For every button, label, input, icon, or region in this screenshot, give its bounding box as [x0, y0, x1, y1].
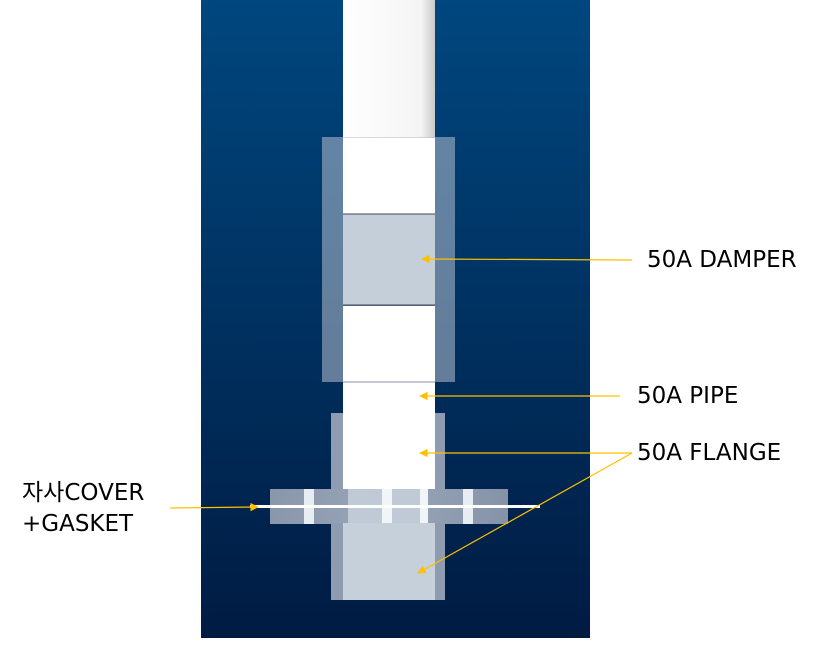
upper-bore-slot-1	[382, 489, 392, 505]
middle-pipe	[343, 382, 435, 414]
upper-bolt-hole-right	[463, 489, 473, 505]
lower-bore-slot-2	[420, 508, 428, 524]
flange-label: 50A FLANGE	[637, 440, 782, 466]
upper-flange-pipe	[343, 413, 435, 491]
gasket-cover	[250, 505, 540, 508]
pipe-in-sleeve-bottom	[343, 306, 435, 382]
cover-label-line2: +GASKET	[22, 511, 134, 537]
pipe-label: 50A PIPE	[637, 383, 739, 409]
damper-label: 50A DAMPER	[647, 247, 797, 273]
damper-leader	[421, 254, 633, 264]
cover-leader	[169, 502, 259, 512]
upper-bolt-hole-left	[304, 489, 314, 505]
pipe-in-sleeve-top	[343, 138, 435, 214]
lower-bolt-hole-left	[304, 508, 314, 524]
upper-bore-slot-2	[420, 489, 428, 505]
cover-label-line1: 자사COVER	[22, 480, 145, 506]
lower-flange-pipe	[343, 523, 435, 600]
lower-bore-slot-1	[382, 508, 392, 524]
upper-pipe	[343, 0, 435, 140]
damper-body	[343, 214, 435, 305]
lower-bolt-hole-right	[463, 508, 473, 524]
flange-lower-leader	[417, 452, 633, 574]
